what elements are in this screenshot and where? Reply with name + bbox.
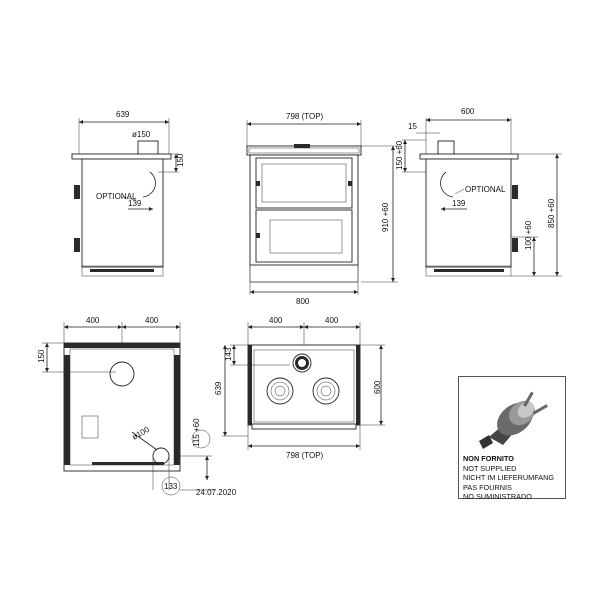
side-right-offset-label: 15: [408, 122, 417, 131]
plan-depth-left-label: 639: [214, 381, 223, 395]
plan-half-left-label: 400: [269, 316, 283, 325]
side-left-flue-label: ø150: [132, 130, 151, 139]
note-line-2: NOT SUPPLIED: [463, 463, 517, 473]
plan-half-right-label: 400: [325, 316, 339, 325]
rear-height-label: 115 +60: [192, 418, 201, 447]
side-right-height-b: 850 +60: [547, 198, 556, 228]
side-right-optional-dim: 139: [452, 199, 466, 208]
side-view-right: 600 15 150 +60 OPTIONAL 139 100 +60 850 …: [395, 107, 562, 277]
side-right-flue-height: 150 +60: [395, 140, 404, 170]
side-left-bottom-vents: [90, 269, 154, 272]
rear-half-left-label: 400: [86, 316, 100, 325]
side-view-left: 639 ø150 150 OPTIONAL 139: [71, 110, 185, 277]
plan-offset-label: 143: [224, 347, 233, 361]
rear-top-offset-label: 150: [37, 349, 46, 363]
plug-icon: [479, 391, 548, 449]
note-line-1: NON FORNITO: [463, 454, 514, 463]
note-line-5: NO SUMINISTRADO: [463, 492, 532, 502]
plan-top-width-label: 798 (TOP): [286, 451, 324, 460]
plug-note-text: NON FORNITO NOT SUPPLIED NICHT IM LIEFER…: [463, 454, 554, 502]
note-line-4: PAS FOURNIS: [463, 482, 512, 492]
side-left-optional-label: OPTIONAL: [96, 192, 137, 201]
side-left-flue-height: 150: [176, 153, 185, 167]
rear-bottom-label: 133: [164, 482, 178, 491]
side-left-optional-dim: 139: [128, 199, 142, 208]
side-right-optional-label: OPTIONAL: [465, 185, 506, 194]
note-line-3: NICHT IM LIEFERUMFANG: [463, 473, 555, 483]
rear-view: 400 400 ø100 150 115 +60 133 24.07.2020: [37, 316, 237, 497]
plan-depth-right-label: 600: [373, 380, 382, 394]
front-height-label: 910 +60: [381, 202, 390, 232]
front-bottom-width-label: 800: [296, 297, 310, 306]
front-top-width-label: 798 (TOP): [286, 112, 324, 121]
front-view: 798 (TOP) 800 910 +60: [246, 112, 398, 306]
side-right-width-label: 600: [461, 107, 475, 116]
plug-not-supplied-note: NON FORNITO NOT SUPPLIED NICHT IM LIEFER…: [458, 376, 566, 502]
side-left-width-label: 639: [116, 110, 130, 119]
plan-view: 400 400 143 639 600 798 (TOP): [214, 316, 385, 460]
drawing-date: 24.07.2020: [196, 488, 237, 497]
rear-half-right-label: 400: [145, 316, 159, 325]
side-right-height-a: 100 +60: [524, 220, 533, 250]
